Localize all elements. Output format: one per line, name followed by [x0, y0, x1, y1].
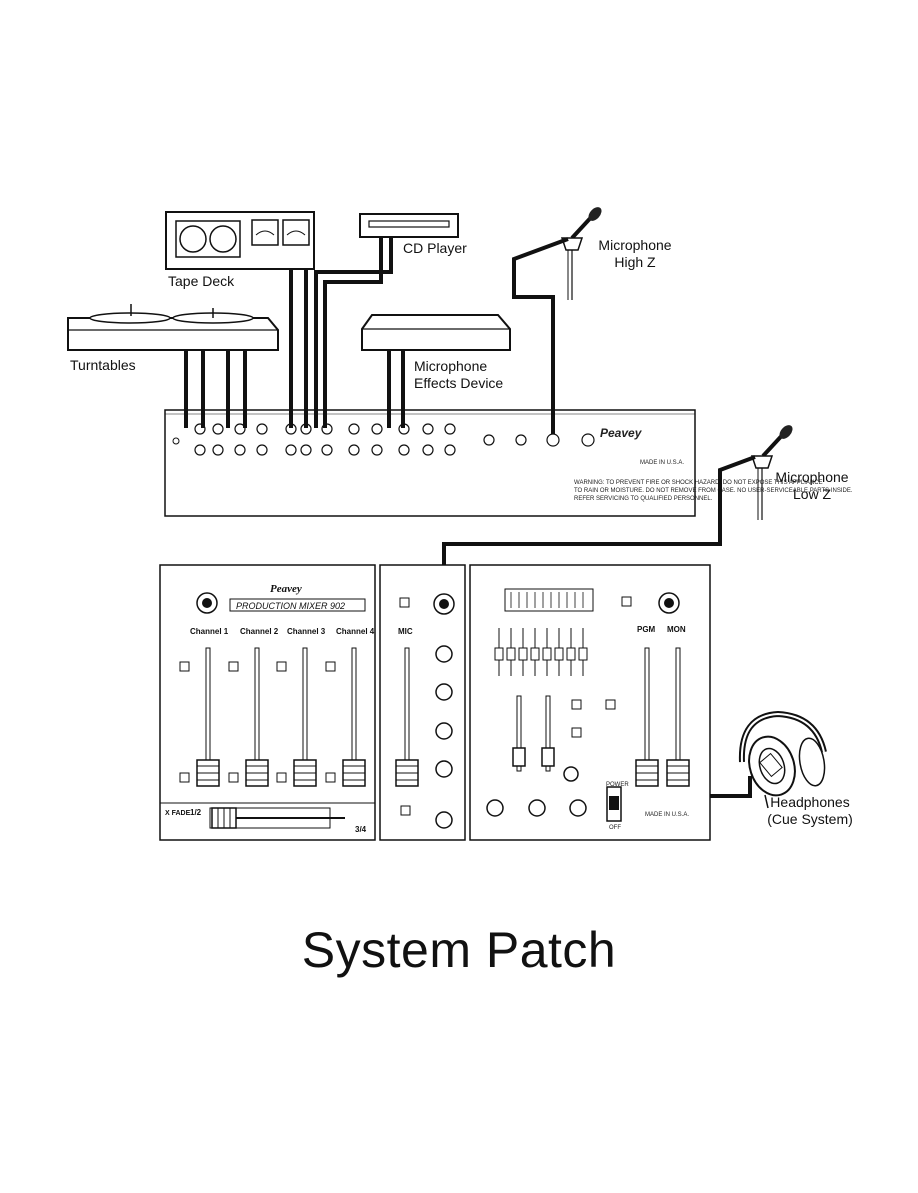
headphones [738, 710, 827, 809]
front-brand: Peavey [270, 583, 302, 595]
svg-text:Peavey: Peavey [600, 426, 643, 440]
front-made-in: MADE IN U.S.A. [645, 812, 689, 818]
mic-low-z-stand [750, 425, 793, 520]
channel-4-label: Channel 4 [336, 627, 375, 636]
mic-high-z-line1: Microphone [598, 237, 672, 253]
effects-device [361, 314, 511, 351]
front-model: PRODUCTION MIXER 902 [236, 601, 345, 611]
channel-2-label: Channel 2 [240, 627, 279, 636]
rear-warning-2: TO RAIN OR MOISTURE. DO NOT REMOVE FROM … [574, 488, 853, 494]
mic-label: MIC [398, 627, 413, 636]
channel-3-label: Channel 3 [287, 627, 326, 636]
mic-low-z-line2: Low Z [792, 486, 832, 502]
headphones-line1: Headphones [770, 794, 850, 810]
mic-high-z-line2: High Z [614, 254, 656, 270]
cable-mic-high-z [512, 237, 569, 434]
headphones-line2: (Cue System) [767, 811, 853, 827]
mixer-front-right: PGM MON POWER OFF MADE IN U.S.A. [469, 564, 711, 841]
effects-line1: Microphone [414, 358, 488, 374]
mon-label: MON [667, 625, 686, 634]
cable-cd-1 [314, 237, 393, 428]
xfade-label: X FADE [165, 810, 191, 817]
channel-1-label: Channel 1 [190, 627, 229, 636]
mic-low-z-line1: Microphone [775, 469, 849, 485]
page-title: System Patch [301, 922, 617, 978]
headphones-label: Headphones (Cue System) [762, 794, 858, 828]
rear-warning-1: WARNING: TO PREVENT FIRE OR SHOCK HAZARD… [574, 480, 823, 486]
cd-player-label: CD Player [403, 240, 467, 256]
rear-warning-3: REFER SERVICING TO QUALIFIED PERSONNEL. [574, 496, 713, 502]
turntables-label: Turntables [70, 357, 136, 373]
xfade-left: 1/2 [190, 808, 202, 817]
tape-deck [165, 211, 315, 270]
cable-cd-2 [323, 237, 383, 428]
rear-made-in: MADE IN U.S.A. [640, 460, 684, 466]
power-label: POWER [606, 782, 629, 788]
xfade-right: 3/4 [355, 825, 367, 834]
cable-mic-low-z [442, 455, 756, 600]
mic-low-z-label: Microphone Low Z [765, 469, 859, 503]
patch-cables [184, 237, 756, 798]
tape-deck-label: Tape Deck [168, 273, 235, 289]
effects-device-label: Microphone Effects Device [414, 358, 503, 392]
cd-player [359, 213, 459, 238]
turntables [67, 304, 279, 351]
mic-high-z-label: Microphone High Z [590, 237, 680, 271]
mixer-front-left: Peavey PRODUCTION MIXER 902 Channel 1 Ch… [159, 564, 376, 841]
effects-line2: Effects Device [414, 375, 504, 391]
pgm-label: PGM [637, 625, 656, 634]
off-label: OFF [609, 825, 621, 831]
mixer-rear-panel: Peavey WARNING: TO PREVENT FIRE OR SHOCK… [164, 409, 853, 517]
mixer-front-mic: MIC [379, 564, 466, 841]
